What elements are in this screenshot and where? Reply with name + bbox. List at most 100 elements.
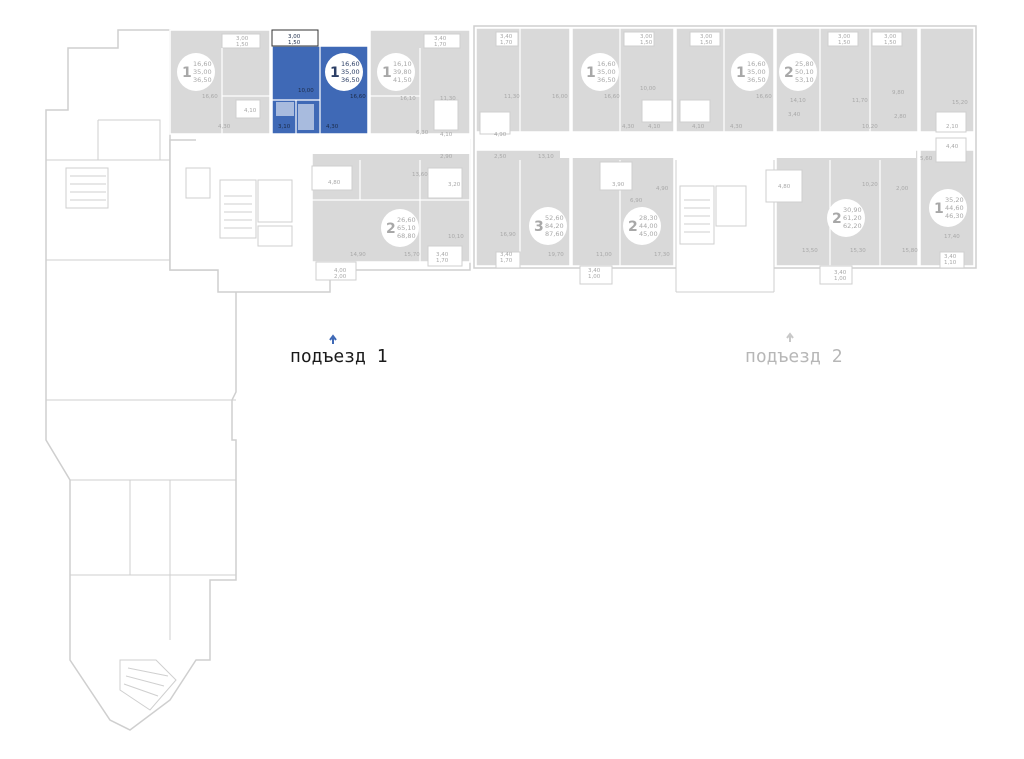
svg-text:1: 1 [586,65,596,81]
svg-text:10,10: 10,10 [448,234,464,240]
svg-text:68,80: 68,80 [397,232,416,240]
svg-text:3,20: 3,20 [448,182,461,188]
svg-text:4,90: 4,90 [656,186,669,192]
commercial-wing [45,29,237,731]
svg-text:45,00: 45,00 [639,230,658,238]
svg-text:65,10: 65,10 [397,224,416,232]
svg-text:3,40: 3,40 [436,252,449,258]
svg-text:1,50: 1,50 [884,40,897,46]
svg-text:3,10: 3,10 [278,124,291,130]
svg-text:16,60: 16,60 [341,60,360,68]
svg-text:15,70: 15,70 [404,252,420,258]
svg-text:3,00: 3,00 [884,34,897,40]
svg-text:1,50: 1,50 [700,40,713,46]
svg-text:19,70: 19,70 [548,252,564,258]
svg-text:1: 1 [736,65,746,81]
svg-text:3,00: 3,00 [640,34,653,40]
svg-text:1,50: 1,50 [288,40,301,46]
svg-text:16,60: 16,60 [350,94,366,100]
svg-text:4,10: 4,10 [648,124,661,130]
svg-text:3,40: 3,40 [500,34,513,40]
svg-text:46,30: 46,30 [945,212,964,220]
svg-text:1,70: 1,70 [500,258,513,264]
entrance-2-label: подъезд 2 [745,346,843,367]
svg-text:4,10: 4,10 [244,108,257,114]
svg-text:16,60: 16,60 [604,94,620,100]
svg-text:4,10: 4,10 [440,132,453,138]
svg-text:30,90: 30,90 [843,206,862,214]
svg-text:1,10: 1,10 [944,260,957,266]
svg-text:14,10: 14,10 [790,98,806,104]
svg-text:3,00: 3,00 [838,34,851,40]
svg-text:10,00: 10,00 [298,88,314,94]
svg-text:62,20: 62,20 [843,222,862,230]
svg-text:4,40: 4,40 [946,144,959,150]
svg-text:1,70: 1,70 [436,258,449,264]
svg-text:1: 1 [934,201,944,217]
svg-text:16,10: 16,10 [400,96,416,102]
svg-text:50,10: 50,10 [795,68,814,76]
svg-text:16,60: 16,60 [193,60,212,68]
room-area-labels: 3,00 1,50 10,00 16,60 4,30 3,10 16,60 4,… [202,34,968,282]
svg-text:16,90: 16,90 [500,232,516,238]
svg-text:1,00: 1,00 [588,274,601,280]
svg-text:11,30: 11,30 [504,94,520,100]
svg-text:11,00: 11,00 [596,252,612,258]
svg-text:1: 1 [330,65,340,81]
svg-text:2: 2 [628,219,638,235]
svg-text:1,50: 1,50 [838,40,851,46]
svg-text:84,20: 84,20 [545,222,564,230]
svg-text:35,00: 35,00 [193,68,212,76]
svg-text:1: 1 [182,65,192,81]
svg-text:4,80: 4,80 [328,180,341,186]
svg-text:1,50: 1,50 [236,42,249,48]
svg-text:16,00: 16,00 [552,94,568,100]
svg-text:16,60: 16,60 [202,94,218,100]
svg-text:44,00: 44,00 [639,222,658,230]
svg-text:16,60: 16,60 [597,60,616,68]
svg-text:10,20: 10,20 [862,124,878,130]
svg-text:41,50: 41,50 [393,76,412,84]
svg-text:9,80: 9,80 [892,90,905,96]
entrance-1[interactable]: подъезд 1 [290,334,388,367]
section-1 [169,29,471,281]
svg-text:36,50: 36,50 [597,76,616,84]
svg-text:3,40: 3,40 [588,268,601,274]
svg-text:39,80: 39,80 [393,68,412,76]
svg-text:3,40: 3,40 [944,254,957,260]
svg-text:1: 1 [382,65,392,81]
svg-text:52,60: 52,60 [545,214,564,222]
svg-text:15,30: 15,30 [850,248,866,254]
svg-text:16,60: 16,60 [747,60,766,68]
svg-text:1,70: 1,70 [434,42,447,48]
apartment-a8[interactable] [475,149,571,267]
svg-text:13,10: 13,10 [538,154,554,160]
svg-text:3,40: 3,40 [834,270,847,276]
entrance-2-arrow-icon [786,332,794,342]
svg-text:35,20: 35,20 [945,196,964,204]
svg-text:11,70: 11,70 [852,98,868,104]
svg-text:6,30: 6,30 [416,130,429,136]
svg-text:17,40: 17,40 [944,234,960,240]
svg-text:10,00: 10,00 [640,86,656,92]
svg-text:15,80: 15,80 [902,248,918,254]
svg-text:2,00: 2,00 [334,274,347,280]
svg-text:53,10: 53,10 [795,76,814,84]
svg-text:13,50: 13,50 [802,248,818,254]
svg-text:14,90: 14,90 [350,252,366,258]
svg-text:36,50: 36,50 [747,76,766,84]
svg-text:35,00: 35,00 [747,68,766,76]
svg-text:3,00: 3,00 [236,36,249,42]
svg-text:4,30: 4,30 [218,124,231,130]
svg-text:1,00: 1,00 [834,276,847,282]
svg-text:2,50: 2,50 [494,154,507,160]
entrance-2[interactable]: подъезд 2 [745,332,843,367]
svg-text:17,30: 17,30 [654,252,670,258]
svg-text:10,20: 10,20 [862,182,878,188]
svg-text:36,50: 36,50 [193,76,212,84]
svg-text:3,90: 3,90 [612,182,625,188]
svg-text:1,70: 1,70 [500,40,513,46]
svg-text:61,20: 61,20 [843,214,862,222]
svg-text:44,60: 44,60 [945,204,964,212]
svg-text:16,10: 16,10 [393,60,412,68]
